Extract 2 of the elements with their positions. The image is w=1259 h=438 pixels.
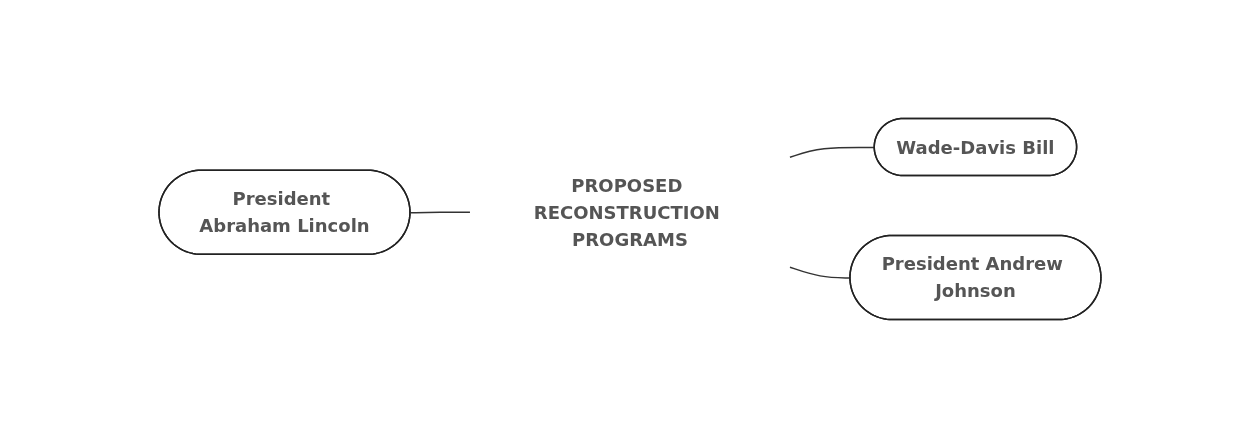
node-text: PROPOSED RECONSTRUCTION PROGRAMS [533, 174, 720, 250]
connector [409, 211, 471, 214]
